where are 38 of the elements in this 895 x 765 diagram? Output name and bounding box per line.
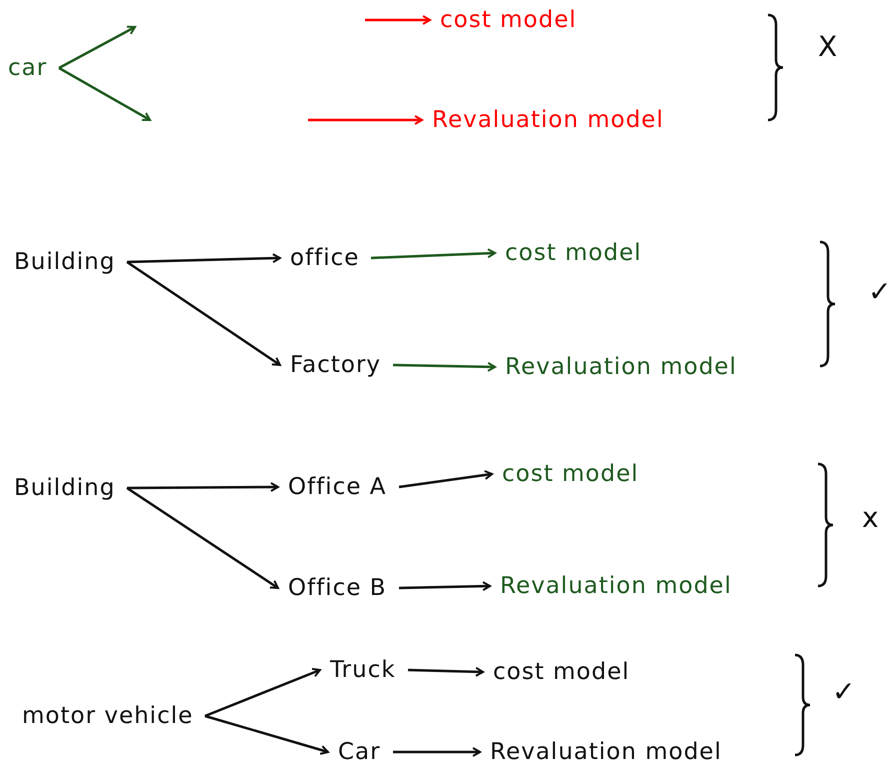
arrow bbox=[392, 362, 496, 372]
node-label: Factory bbox=[290, 351, 382, 379]
arrow bbox=[365, 15, 431, 25]
verdict-mark: ✓ bbox=[868, 277, 892, 307]
verdict-mark: x bbox=[862, 503, 879, 533]
node-label: cost model bbox=[505, 239, 642, 267]
node-label: Building bbox=[14, 248, 116, 276]
node-label: Revaluation model bbox=[490, 738, 722, 765]
node-label: Revaluation model bbox=[500, 572, 732, 600]
node-label: cost model bbox=[440, 6, 577, 34]
arrow bbox=[58, 26, 136, 70]
verdict-mark: ✓ bbox=[832, 677, 856, 707]
node-label: Office A bbox=[288, 473, 387, 501]
node-label: Office B bbox=[288, 574, 387, 602]
node-label: Revaluation model bbox=[505, 353, 737, 381]
node-label: cost model bbox=[502, 460, 639, 488]
node-label: office bbox=[290, 244, 360, 272]
node-label: motor vehicle bbox=[22, 702, 194, 730]
arrow bbox=[398, 581, 491, 592]
arrow bbox=[408, 666, 484, 677]
node-label: cost model bbox=[493, 658, 630, 686]
arrow bbox=[58, 66, 151, 122]
node-label: car bbox=[8, 54, 48, 82]
arrow bbox=[308, 115, 423, 125]
arrow bbox=[393, 747, 481, 757]
arrow bbox=[204, 668, 321, 718]
node-label: Building bbox=[14, 474, 116, 502]
node-label: Car bbox=[338, 738, 381, 765]
arrow bbox=[126, 260, 281, 366]
verdict-mark: X bbox=[818, 32, 838, 62]
arrow bbox=[126, 253, 281, 264]
arrow bbox=[204, 714, 329, 755]
arrow bbox=[126, 486, 279, 590]
node-label: Truck bbox=[330, 656, 396, 684]
node-label: Revaluation model bbox=[432, 106, 664, 134]
arrow bbox=[370, 248, 496, 260]
arrow bbox=[398, 470, 493, 488]
arrow bbox=[127, 482, 279, 492]
